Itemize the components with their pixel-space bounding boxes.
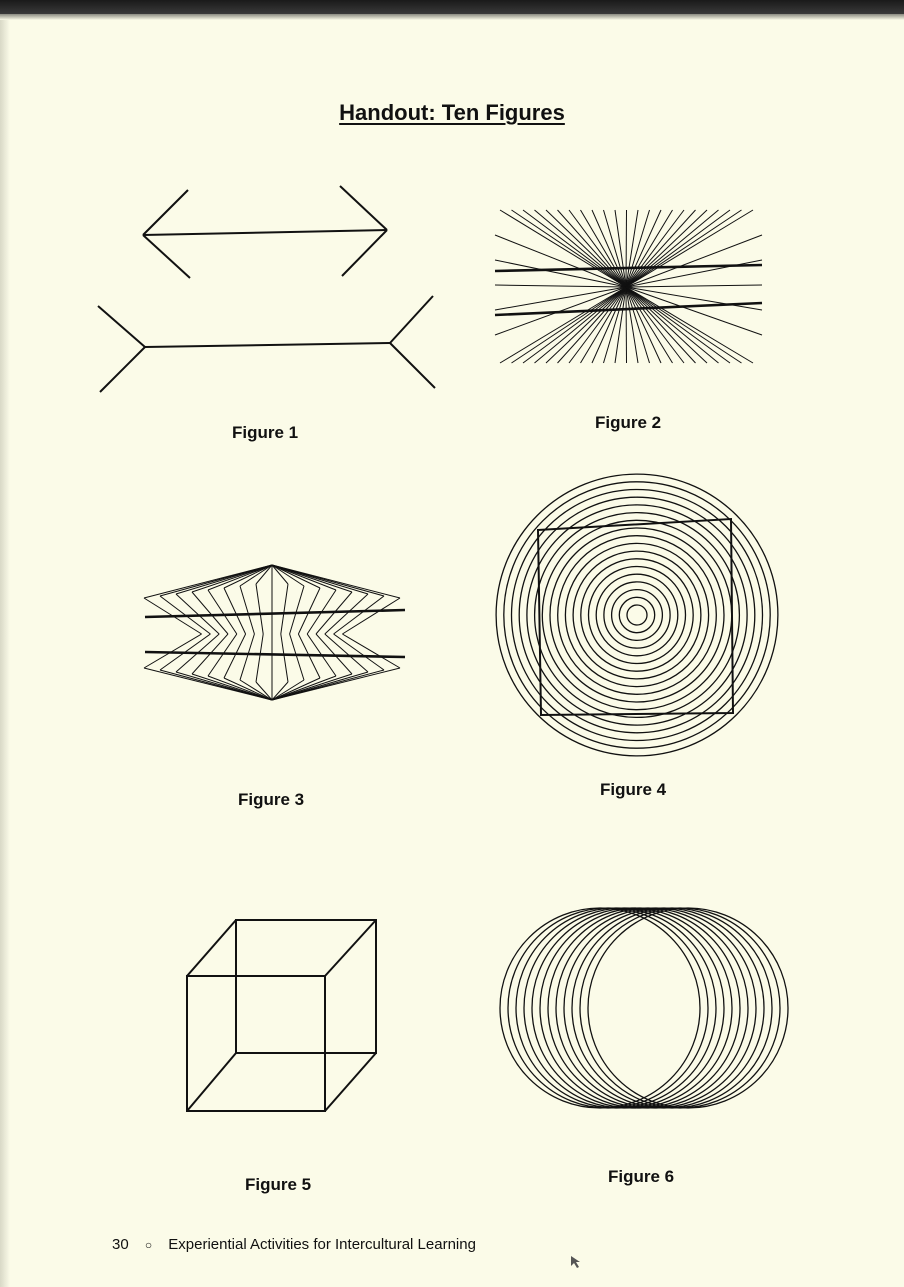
figure-2-ray [626,287,684,363]
figure-2-ray [626,287,719,363]
figure-2-ray [523,210,626,287]
footer-separator-icon: ○ [145,1238,152,1252]
figure-3-line [342,598,400,634]
figure-4-circle [527,505,747,725]
figure-2-ray [626,210,673,287]
figure-6-circle [524,908,724,1108]
figure-6-circle [540,908,740,1108]
figure-4-caption: Figure 4 [600,780,666,800]
figure-2-ray [626,285,762,287]
page-title-text: Handout: Ten Figures [339,100,565,125]
figure-2-ray [523,287,626,363]
figure-4-drawing [495,485,780,770]
figure-3-line [272,668,400,700]
figure-3-drawing [140,560,410,705]
figure-3-line [144,668,272,700]
scan-left-shadow [0,20,10,1287]
figure-2-ray [546,287,626,363]
figure-6-circle [532,908,732,1108]
figure-4-circle [627,605,647,625]
figure-2-ray [626,210,627,287]
figure-2-ray [495,285,626,287]
figure-2-ray [581,287,627,363]
figure-4-circle [604,582,670,648]
figure-3-line [281,584,288,634]
figure-2-ray [581,210,627,287]
figure-2-ray [626,287,627,363]
figure-4-circle [565,543,708,686]
figure-3-line [281,634,288,682]
figure-2-ray [546,210,626,287]
figure-6-drawing [505,900,785,1120]
figure-6-circle [548,908,748,1108]
figure-6-circle [564,908,764,1108]
figure-2-ray [626,210,753,287]
figure-3-line [334,634,384,670]
figure-3-straight-line [145,652,405,657]
book-title: Experiential Activities for Intercultura… [168,1236,476,1253]
figure-4-circle [512,490,763,741]
figure-2-ray [626,210,719,287]
page-number: 30 [112,1236,129,1253]
figure-4-circle [619,597,654,632]
figure-2-caption: Figure 2 [595,413,661,433]
figure-1-caption: Figure 1 [232,423,298,443]
scan-top-edge [0,0,904,14]
figure-2-ray [535,287,627,363]
figure-6-caption: Figure 6 [608,1167,674,1187]
mouse-pointer-icon [570,1255,582,1269]
figure-1-drawing [90,180,450,410]
figure-4-circle [550,528,724,702]
figure-3-caption: Figure 3 [238,790,304,810]
figure-2-ray [626,287,673,363]
figure-2-ray [535,210,627,287]
figure-5-caption: Figure 5 [245,1175,311,1195]
figure-2-ray [626,287,730,363]
page-footer: 30 ○ Experiential Activities for Intercu… [112,1236,476,1253]
figure-3-line [342,634,400,668]
figure-3-line [325,634,368,672]
figure-4-circle [573,551,701,679]
page-title: Handout: Ten Figures [0,100,904,126]
figure-3-line [144,565,272,598]
figure-3-line [256,634,263,682]
figure-2-ray [626,210,730,287]
figure-6-circle [556,908,756,1108]
figure-4-circle [596,574,678,656]
figure-2-drawing [490,205,770,365]
figure-4-circle [581,559,693,671]
figure-3-line [256,584,263,634]
figure-3-line [325,594,368,634]
figure-4-circle [542,520,731,709]
figure-2-ray [558,287,627,363]
figure-4-circle [589,567,686,664]
figure-3-line [334,596,384,634]
figure-5-drawing [180,915,390,1120]
scan-top-shadow [0,14,904,20]
figure-3-line [272,565,400,598]
figure-4-circle [558,536,717,695]
figure-4-circle [519,497,755,733]
